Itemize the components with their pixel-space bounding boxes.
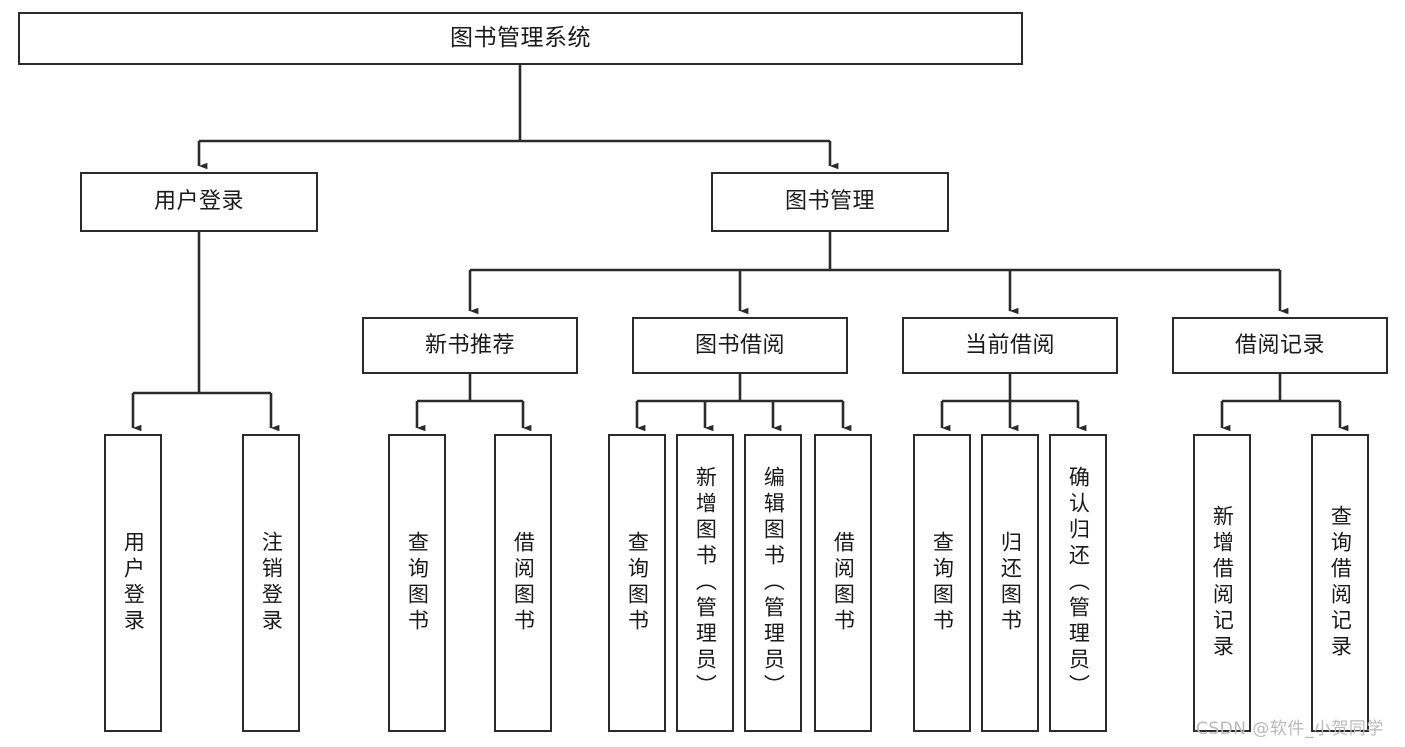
node-label: 查询借阅记录 <box>1328 505 1353 661</box>
leaf-query-books-borrow[interactable]: 查询图书 <box>608 434 666 732</box>
node-label: 图书借阅 <box>694 332 785 358</box>
edges-borrowrecords-to-leaves <box>1220 374 1349 432</box>
edges-newbooks-to-leaves <box>415 374 532 432</box>
leaf-borrow-books[interactable]: 借阅图书 <box>814 434 872 732</box>
node-label: 新增借阅记录 <box>1210 505 1235 661</box>
edges-currentborrow-to-leaves <box>940 374 1087 432</box>
node-label: 用户登录 <box>153 189 244 215</box>
node-label: 新书推荐 <box>424 332 515 358</box>
leaf-add-borrow-record[interactable]: 新增借阅记录 <box>1193 434 1251 732</box>
node-label: 新增图书（管理员） <box>693 466 718 700</box>
node-label: 查询图书 <box>625 531 650 635</box>
node-label: 归还图书 <box>998 531 1023 635</box>
node-current-borrowing[interactable]: 当前借阅 <box>902 317 1118 374</box>
node-label: 当前借阅 <box>964 332 1055 358</box>
node-label: 借阅记录 <box>1234 332 1325 358</box>
leaf-user-login[interactable]: 用户登录 <box>104 434 162 732</box>
node-new-book-recommendation[interactable]: 新书推荐 <box>362 317 578 374</box>
node-book-management-system[interactable]: 图书管理系统 <box>18 12 1023 65</box>
edges-bookborrow-to-leaves <box>635 374 852 432</box>
node-label: 查询图书 <box>930 531 955 635</box>
node-label: 图书管理系统 <box>450 24 591 51</box>
leaf-add-book-admin[interactable]: 新增图书（管理员） <box>676 434 734 732</box>
leaf-borrow-books-new[interactable]: 借阅图书 <box>494 434 552 732</box>
node-label: 确认归还（管理员） <box>1066 466 1091 700</box>
csdn-watermark: CSDN @软件_小贺同学 <box>1196 719 1384 739</box>
node-user-login[interactable]: 用户登录 <box>80 172 318 232</box>
leaf-return-books[interactable]: 归还图书 <box>981 434 1039 732</box>
edges-bookmgmt-to-level2 <box>468 232 1289 315</box>
node-label: 借阅图书 <box>831 531 856 635</box>
node-label: 编辑图书（管理员） <box>761 466 786 700</box>
node-label: 查询图书 <box>405 531 430 635</box>
node-borrowing-records[interactable]: 借阅记录 <box>1172 317 1388 374</box>
node-label: 注销登录 <box>259 531 284 635</box>
node-label: 图书管理 <box>784 189 875 215</box>
edges-root-to-level1 <box>197 65 839 170</box>
leaf-confirm-return-admin[interactable]: 确认归还（管理员） <box>1049 434 1107 732</box>
leaf-query-books-new[interactable]: 查询图书 <box>388 434 446 732</box>
edges-userlogin-to-leaves <box>131 232 280 432</box>
leaf-query-borrow-record[interactable]: 查询借阅记录 <box>1311 434 1369 732</box>
node-book-management[interactable]: 图书管理 <box>711 172 949 232</box>
leaf-query-books-current[interactable]: 查询图书 <box>913 434 971 732</box>
leaf-logout[interactable]: 注销登录 <box>242 434 300 732</box>
leaf-edit-book-admin[interactable]: 编辑图书（管理员） <box>744 434 802 732</box>
node-book-borrowing[interactable]: 图书借阅 <box>632 317 848 374</box>
node-label: 用户登录 <box>121 531 146 635</box>
node-label: 借阅图书 <box>511 531 536 635</box>
